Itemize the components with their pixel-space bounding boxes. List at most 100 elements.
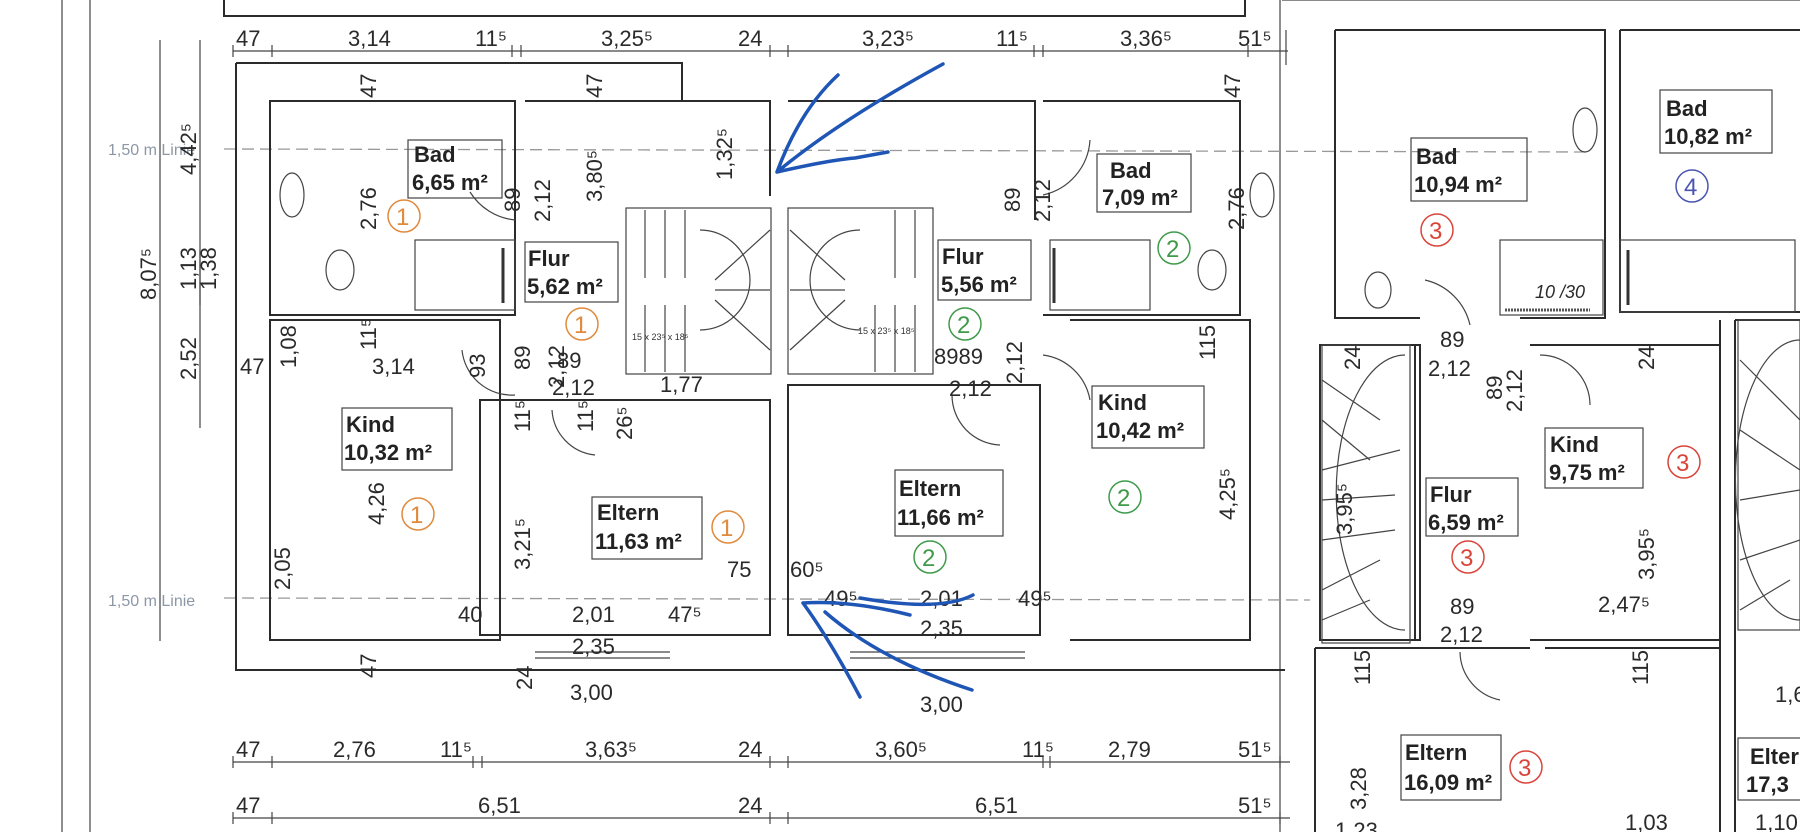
- svg-text:115: 115: [1350, 650, 1375, 685]
- svg-text:Flur: Flur: [528, 246, 570, 271]
- svg-text:Kind: Kind: [346, 412, 395, 437]
- svg-text:2: 2: [957, 312, 970, 339]
- svg-text:24: 24: [1634, 346, 1659, 370]
- svg-text:3,28: 3,28: [1346, 767, 1371, 810]
- svg-text:49⁵: 49⁵: [824, 586, 858, 611]
- svg-text:2,05: 2,05: [270, 547, 295, 590]
- outer-frame: [61, 0, 1800, 832]
- unit-marker-1: 1: [711, 510, 745, 544]
- unit-3-4: 10 /30: [1314, 29, 1800, 832]
- unit-marker-1: 1: [387, 199, 421, 233]
- svg-text:2,35: 2,35: [572, 634, 615, 659]
- unit-markers: 1 1 1 1 2 2 2 2 3 3 3 3 4: [387, 169, 1709, 784]
- svg-text:3,25⁵: 3,25⁵: [601, 26, 653, 51]
- unit-marker-1: 1: [565, 307, 599, 341]
- svg-text:47: 47: [236, 793, 260, 818]
- svg-text:26⁵: 26⁵: [612, 406, 637, 440]
- svg-text:11⁵: 11⁵: [510, 400, 535, 432]
- svg-text:Flur: Flur: [942, 244, 984, 269]
- bottom-dimension-chain: 47 2,76 11⁵ 3,63⁵ 24 3,60⁵ 11⁵ 2,79 51⁵ …: [232, 737, 1290, 824]
- top-dimension-chain: 47 3,14 11⁵ 3,25⁵ 24 3,23⁵ 11⁵ 3,36⁵ 51⁵: [232, 26, 1288, 65]
- svg-text:1: 1: [396, 204, 409, 231]
- svg-text:Eltern: Eltern: [899, 476, 961, 501]
- svg-text:2,12: 2,12: [530, 179, 555, 222]
- svg-text:1,38: 1,38: [196, 247, 221, 290]
- svg-text:11,63 m²: 11,63 m²: [595, 529, 682, 554]
- svg-text:3,80⁵: 3,80⁵: [582, 150, 607, 202]
- room-bad-unit1: Bad 6,65 m²: [407, 139, 503, 199]
- svg-text:24: 24: [738, 737, 762, 762]
- handwritten-arrows: [775, 62, 975, 699]
- svg-text:51⁵: 51⁵: [1238, 793, 1272, 818]
- svg-text:15 x 23⁵ x 18⁵: 15 x 23⁵ x 18⁵: [632, 332, 689, 342]
- unit-2: 15 x 23⁵ x 18⁵: [787, 100, 1275, 659]
- svg-text:11⁵: 11⁵: [573, 400, 598, 432]
- room-eltern-unit2: Eltern 11,66 m²: [894, 469, 1004, 537]
- svg-text:51⁵: 51⁵: [1238, 26, 1272, 51]
- svg-text:3: 3: [1518, 755, 1531, 782]
- svg-text:89: 89: [510, 346, 535, 370]
- svg-text:89: 89: [1440, 327, 1464, 352]
- svg-text:11⁵: 11⁵: [356, 318, 381, 350]
- svg-text:2,01: 2,01: [920, 586, 963, 611]
- room-flur-unit2: Flur 5,56 m²: [937, 239, 1032, 301]
- svg-text:47: 47: [236, 737, 260, 762]
- svg-text:4,42⁵: 4,42⁵: [176, 123, 201, 175]
- svg-text:2,35: 2,35: [920, 616, 963, 641]
- svg-text:3,95⁵: 3,95⁵: [1634, 528, 1659, 580]
- svg-text:1,10: 1,10: [1755, 810, 1798, 832]
- svg-text:93: 93: [465, 354, 490, 378]
- svg-text:Bad: Bad: [1666, 96, 1708, 121]
- room-kind-unit3: Kind 9,75 m²: [1544, 427, 1644, 489]
- svg-text:89: 89: [1450, 594, 1474, 619]
- svg-text:89: 89: [1000, 188, 1025, 212]
- svg-text:2,76: 2,76: [1224, 187, 1249, 230]
- room-flur-unit3: Flur 6,59 m²: [1425, 477, 1519, 537]
- svg-text:2: 2: [1117, 485, 1130, 512]
- unit-marker-2: 2: [1157, 231, 1191, 265]
- room-labels: Bad 6,65 m² Flur 5,62 m² Kind 10,32 m² E…: [341, 89, 1800, 801]
- unit-marker-3: 3: [1420, 213, 1454, 247]
- svg-text:3: 3: [1429, 218, 1442, 245]
- svg-text:3,14: 3,14: [348, 26, 391, 51]
- svg-text:15 x 23⁵ x 18⁵: 15 x 23⁵ x 18⁵: [858, 326, 915, 336]
- svg-text:10,82 m²: 10,82 m²: [1664, 124, 1752, 149]
- svg-text:3: 3: [1460, 545, 1473, 572]
- room-eltern-unit3: Eltern 16,09 m²: [1400, 734, 1502, 801]
- svg-text:Kind: Kind: [1550, 432, 1599, 457]
- svg-text:6,51: 6,51: [975, 793, 1018, 818]
- unit-marker-3: 3: [1451, 540, 1485, 574]
- arrow-bottom-annotation: [801, 593, 975, 699]
- svg-text:24: 24: [512, 666, 537, 690]
- svg-text:1,32⁵: 1,32⁵: [712, 128, 737, 180]
- svg-text:5,56 m²: 5,56 m²: [941, 272, 1017, 297]
- svg-text:24: 24: [738, 793, 762, 818]
- svg-text:11⁵: 11⁵: [1022, 737, 1054, 762]
- svg-text:4: 4: [1684, 174, 1697, 201]
- svg-text:1,77: 1,77: [660, 372, 703, 397]
- svg-text:2,12: 2,12: [1030, 179, 1055, 222]
- svg-text:4,26: 4,26: [364, 482, 389, 525]
- svg-text:11⁵: 11⁵: [475, 26, 507, 51]
- svg-text:11,66 m²: 11,66 m²: [897, 505, 984, 530]
- svg-text:2,76: 2,76: [356, 187, 381, 230]
- svg-text:115: 115: [1195, 325, 1220, 360]
- linie-label-top: 1,50 m Linie: [108, 142, 195, 159]
- unit-marker-3: 3: [1509, 750, 1543, 784]
- unit-marker-2: 2: [1108, 480, 1142, 514]
- svg-text:9,75 m²: 9,75 m²: [1549, 460, 1625, 485]
- svg-text:1,08: 1,08: [276, 325, 301, 368]
- inner-dimensions: 47 47 47 2,76 2,76 89 2,12 3,80⁵ 1,32⁵ 8…: [240, 74, 1800, 832]
- svg-text:1: 1: [574, 312, 587, 339]
- svg-text:8,07⁵: 8,07⁵: [136, 248, 161, 300]
- unit-marker-4: 4: [1675, 169, 1709, 203]
- svg-text:16,09 m²: 16,09 m²: [1404, 770, 1492, 795]
- svg-text:2,01: 2,01: [572, 602, 615, 627]
- svg-text:7,09 m²: 7,09 m²: [1102, 185, 1178, 210]
- svg-text:3,95⁵: 3,95⁵: [1332, 483, 1357, 535]
- svg-text:3,63⁵: 3,63⁵: [585, 737, 637, 762]
- svg-text:1,23: 1,23: [1335, 818, 1378, 832]
- svg-text:2,12: 2,12: [1502, 369, 1527, 412]
- svg-text:5,62 m²: 5,62 m²: [527, 274, 603, 299]
- arrow-top-annotation: [775, 62, 945, 174]
